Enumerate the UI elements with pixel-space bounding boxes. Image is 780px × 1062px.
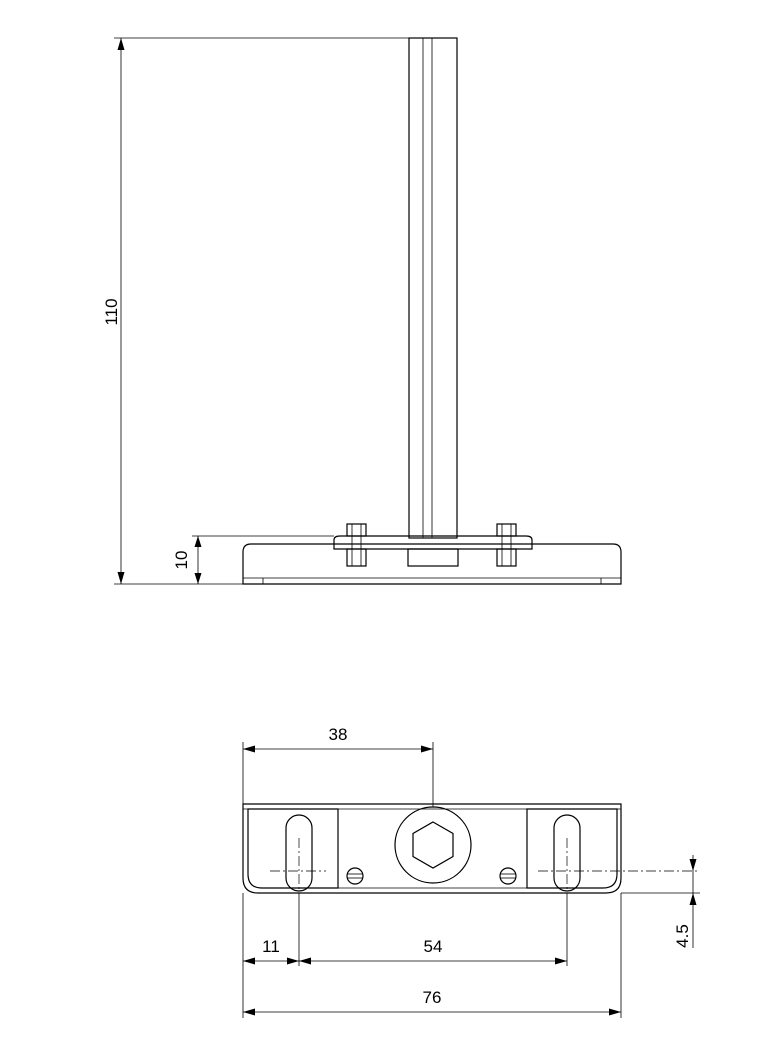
dimension-76: 76 (243, 988, 621, 1016)
dimension-4-5: 4.5 (621, 855, 700, 948)
plan-view: 38 11 54 76 (242, 725, 700, 1018)
dimension-label-4-5: 4.5 (673, 924, 692, 948)
dimension-110: 110 (102, 37, 409, 585)
clamp-bar (333, 535, 533, 567)
dimension-11: 11 (243, 937, 299, 965)
base-plate (242, 543, 622, 585)
hex-probe-head (394, 806, 472, 884)
right-screw-head (499, 867, 517, 885)
centerlines (270, 838, 697, 890)
dimension-38: 38 (242, 725, 434, 807)
dimension-label-11: 11 (262, 937, 280, 956)
dimension-label-10: 10 (172, 551, 191, 570)
left-mounting-slot (285, 814, 313, 892)
dimension-label-110: 110 (102, 298, 121, 325)
left-screw (346, 523, 367, 567)
probe-tube (408, 37, 458, 539)
right-pocket (526, 808, 618, 889)
dimension-label-76: 76 (423, 988, 442, 1007)
left-screw-head (346, 867, 364, 885)
extension-lines (242, 893, 622, 1018)
base-outline (242, 803, 622, 894)
dimension-10: 10 (172, 535, 334, 584)
right-mounting-slot (553, 814, 581, 892)
dimension-54: 54 (299, 937, 567, 965)
dimension-label-38: 38 (329, 725, 348, 744)
left-pocket (247, 808, 339, 889)
right-screw (496, 523, 517, 567)
side-view: 110 10 (102, 37, 622, 585)
dimension-label-54: 54 (424, 937, 443, 956)
